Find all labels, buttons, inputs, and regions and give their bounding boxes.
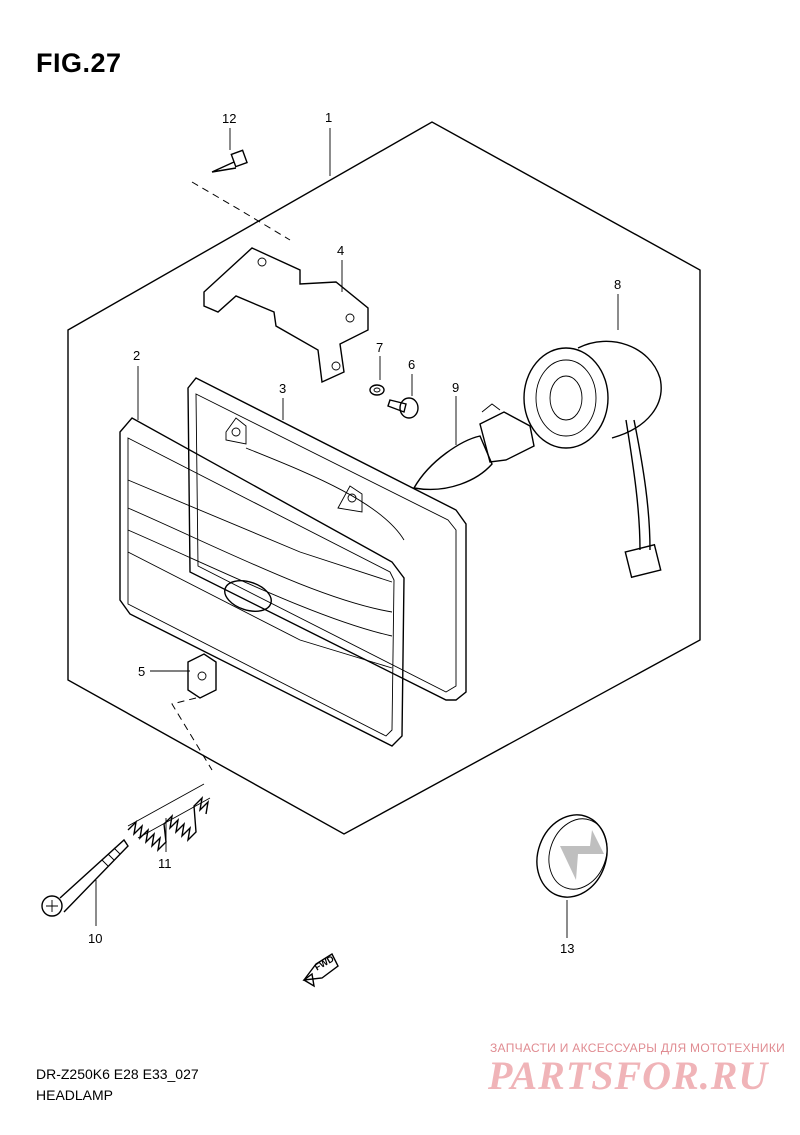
- callout-7: 7: [376, 340, 384, 355]
- dashed-guide-12: [191, 181, 291, 241]
- dashed-guide-5: [171, 697, 213, 771]
- callout-9: 9: [452, 380, 460, 395]
- callout-5: 5: [138, 664, 146, 679]
- gasket-3: [187, 377, 467, 701]
- screw-12: [211, 149, 248, 173]
- callout-10: 10: [88, 931, 103, 946]
- watermark-logo: PARTSFOR.RU: [488, 1053, 769, 1098]
- clip-5: [187, 653, 217, 699]
- watermark-tagline: ЗАПЧАСТИ И АКСЕССУАРЫ ДЛЯ МОТОТЕХНИКИ: [490, 1041, 786, 1055]
- section-name: HEADLAMP: [36, 1087, 114, 1103]
- bulb-9: [412, 403, 535, 491]
- callout-3: 3: [279, 381, 287, 396]
- callout-6: 6: [408, 357, 416, 372]
- callout-8: 8: [614, 277, 622, 292]
- socket-8: [523, 340, 662, 579]
- callout-1: 1: [325, 110, 333, 125]
- callout-4: 4: [337, 243, 345, 258]
- callout-13: 13: [560, 941, 575, 956]
- headlamp-unit-2: [119, 417, 405, 747]
- bolt-6: [387, 397, 419, 419]
- washer-7: [369, 384, 385, 396]
- callout-12: 12: [222, 111, 237, 126]
- figure-title: FIG.27: [36, 48, 122, 78]
- fwd-arrow-icon: [302, 952, 339, 988]
- callout-2: 2: [133, 348, 141, 363]
- bracket-4: [203, 247, 369, 384]
- emblem-13: [536, 814, 608, 898]
- assembly-outline: [67, 121, 701, 835]
- model-code: DR-Z250K6 E28 E33_027: [36, 1066, 199, 1082]
- adjusting-screw-10: [41, 838, 129, 917]
- callout-11: 11: [158, 856, 172, 871]
